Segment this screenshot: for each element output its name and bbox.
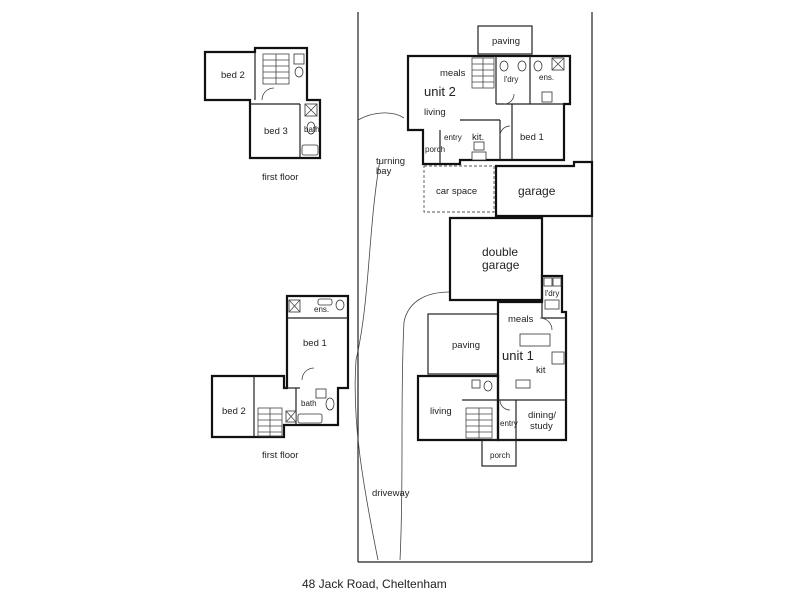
- car-space-label: car space: [436, 186, 477, 197]
- unit2-title: unit 2: [424, 84, 456, 99]
- unit2-ens-label: ens.: [539, 73, 554, 82]
- turning-bay-label-1: turning: [376, 156, 405, 167]
- site-boundary: turning bay driveway: [354, 12, 593, 563]
- unit1-porch-label: porch: [490, 451, 510, 460]
- bed1-bottom-label: bed 1: [303, 338, 327, 349]
- bath-bottom-label: bath: [301, 399, 317, 408]
- unit2-bed1-label: bed 1: [520, 132, 544, 143]
- bath-icon: [285, 388, 335, 424]
- unit2-porch-label: porch: [425, 145, 445, 154]
- laundry-fixtures-icon: [543, 277, 562, 310]
- unit1-living-label: living: [430, 406, 452, 417]
- ens-bottom-label: ens.: [314, 305, 329, 314]
- powder-fixtures-icon: [471, 379, 493, 392]
- first-floor-top-plan: bed 2 bed 3 bath first floor: [203, 46, 322, 183]
- unit2-meals-label: meals: [440, 68, 466, 79]
- ensuite-fixtures-icon: [288, 298, 345, 313]
- driveway-label: driveway: [372, 488, 410, 499]
- unit2-ground-plan: paving: [406, 25, 572, 166]
- bed2-bottom-label: bed 2: [222, 406, 246, 417]
- garages: car space garage double garage: [423, 160, 594, 302]
- bed3-top-label: bed 3: [264, 126, 288, 137]
- unit1-meals-label: meals: [508, 314, 534, 325]
- stairs-icon: [471, 57, 495, 89]
- stairs-icon: [257, 407, 283, 437]
- first-floor-bottom-plan: bed 1 ens. bed 2 bath first floor: [210, 294, 350, 461]
- unit2-living-label: living: [424, 107, 446, 118]
- garage-label: garage: [518, 184, 556, 198]
- double-garage-label-1: double: [482, 245, 518, 259]
- unit2-kit-label: kit.: [472, 132, 484, 143]
- unit1-dining-label-2: study: [530, 421, 553, 432]
- stairs-icon: [465, 407, 493, 439]
- double-garage-label-2: garage: [482, 258, 520, 272]
- unit1-paving-label: paving: [452, 340, 480, 351]
- first-floor-bottom-label: first floor: [262, 450, 298, 461]
- unit2-paving-label: paving: [492, 36, 520, 47]
- kitchen-fixtures-icon: [471, 141, 487, 161]
- turning-bay-label-2: bay: [376, 166, 392, 177]
- stairs-icon: [262, 53, 290, 85]
- unit1-entry-label: entry: [500, 419, 518, 428]
- unit1-title: unit 1: [502, 348, 534, 363]
- bed2-top-label: bed 2: [221, 70, 245, 81]
- first-floor-top-label: first floor: [262, 172, 298, 183]
- unit2-entry-label: entry: [444, 133, 462, 142]
- unit1-dining-label-1: dining/: [528, 410, 556, 421]
- bath-icon: [301, 103, 319, 156]
- address-caption: 48 Jack Road, Cheltenham: [302, 577, 447, 591]
- unit1-ground-plan: paving: [416, 274, 568, 467]
- kitchen-bench-icon: [515, 333, 565, 389]
- unit2-ldry-label: l'dry: [504, 75, 518, 84]
- toilet-icon: [293, 53, 305, 78]
- bath-top-label: bath: [304, 125, 320, 134]
- unit1-kit-label: kit: [536, 365, 546, 376]
- laundry-fixtures-icon: [499, 57, 565, 103]
- unit1-ldry-label: l'dry: [545, 289, 559, 298]
